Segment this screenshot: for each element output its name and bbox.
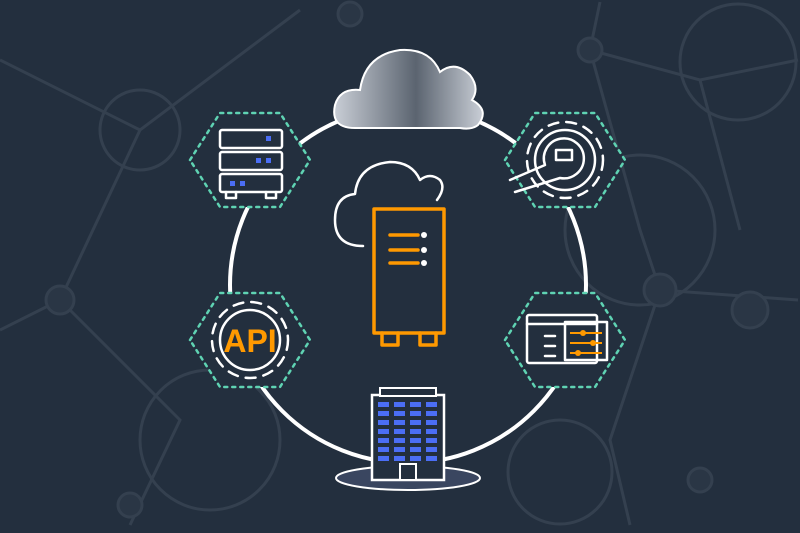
building-window [410,456,421,461]
settings-wrench-hex [503,111,627,209]
building-window [394,402,405,407]
server-rack-icon [218,128,284,200]
building-window [378,447,389,452]
building-window [394,438,405,443]
building-window [378,429,389,434]
building-window [426,420,437,425]
dashboard-hex [503,291,627,389]
building-window [410,438,421,443]
cloud-icon [333,48,484,130]
building-window [378,456,389,461]
building-window [394,456,405,461]
building-window [394,447,405,452]
building-window [426,402,437,407]
building-window [410,429,421,434]
building-window [426,447,437,452]
building-window [410,447,421,452]
building-window [426,456,437,461]
dashboard-sliders-icon [525,313,609,365]
server-rack-hex [188,111,312,209]
gear-icon [210,300,290,380]
center-cloud-server-icon [333,160,446,347]
building-window [378,402,389,407]
gear-wrench-icon [508,120,605,200]
building-window [378,420,389,425]
building-window [426,429,437,434]
building-window [394,420,405,425]
building-window [426,438,437,443]
building-window [394,411,405,416]
api-label: API [223,323,276,359]
building-window [378,411,389,416]
office-building-icon [335,387,481,491]
api-hex: API [188,291,312,389]
building-window [378,438,389,443]
building-window [394,429,405,434]
building-window [410,411,421,416]
building-window [426,411,437,416]
building-window [410,420,421,425]
building-window [410,402,421,407]
